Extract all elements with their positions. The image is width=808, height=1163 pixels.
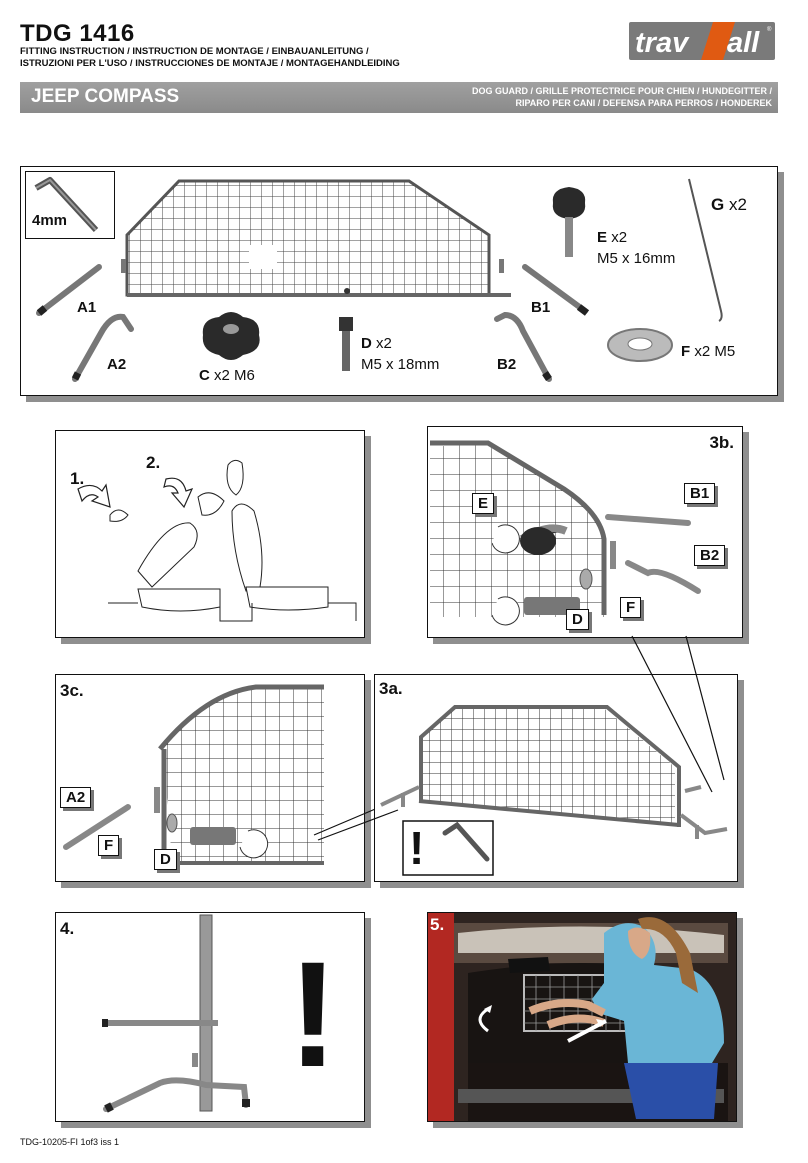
step-3c-diagram: [63, 684, 381, 865]
part-e-caption: E x2: [597, 229, 627, 246]
part-d-caption: D x2: [361, 335, 392, 352]
travall-logo: trav all ®: [627, 20, 777, 62]
part-d-bolt-icon: [339, 317, 353, 371]
document-reference: TDG-10205-FI 1of3 iss 1: [20, 1137, 120, 1147]
instruction-languages-line2: ISTRUZIONI PER L'USO / INSTRUCCIONES DE …: [20, 58, 400, 69]
dog-guard-mesh-icon: [121, 179, 511, 297]
logo-trademark: ®: [767, 26, 772, 33]
step-4-diagram: [102, 914, 250, 1113]
part-f-caption: F x2 M5: [681, 343, 735, 360]
step-3c-callout-f: F: [98, 835, 120, 856]
step-5-photo-panel: 5.: [427, 912, 737, 1122]
part-g-pin-icon: [688, 178, 723, 322]
step-3b-callout-e: E: [472, 493, 495, 514]
step-3b-label: 3b.: [709, 433, 734, 452]
step-5-label: 5.: [430, 915, 445, 934]
part-b2-icon: [494, 311, 552, 382]
part-d-size: M5 x 18mm: [361, 356, 440, 373]
hex-key-icon: [34, 177, 99, 233]
step-3a-warning-mark: !: [409, 822, 425, 874]
part-f-letter: F: [681, 343, 691, 360]
step-3c-panel: 3c. A2 F D: [55, 674, 381, 882]
product-description-line1: DOG GUARD / GRILLE PROTECTRICE POUR CHIE…: [471, 86, 772, 96]
step-1-2-panel: 1. 2.: [55, 430, 365, 638]
step-3b-panel: 3b. E B1 B2 D F: [427, 426, 743, 638]
part-b1-label: B1: [531, 299, 551, 316]
step-3b-callout-f: F: [620, 597, 642, 618]
part-a1-icon: [36, 264, 102, 316]
step-3c-callout-a2: A2: [60, 787, 92, 808]
step-3c-label: 3c.: [60, 681, 84, 700]
part-e-knob-screw-icon: [552, 187, 586, 257]
step-3b-callout-b2: B2: [694, 545, 726, 566]
step-2-label: 2.: [146, 453, 161, 472]
step-3b-callout-b1: B1: [684, 483, 716, 504]
part-e-size: M5 x 16mm: [597, 250, 676, 267]
step-3b-diagram: [430, 440, 701, 626]
part-d-letter: D: [361, 335, 372, 352]
hex-key-box: 4mm: [25, 171, 115, 239]
logo-text-part2: all: [727, 27, 760, 59]
step-1-label: 1.: [70, 469, 85, 488]
part-a2-label: A2: [107, 356, 127, 373]
part-a2-icon: [71, 313, 134, 382]
step-3c-callout-d: D: [154, 849, 177, 870]
part-c-caption: C x2 M6: [199, 367, 255, 384]
part-f-spec: x2 M5: [694, 343, 736, 360]
part-d-qty: x2: [376, 335, 392, 352]
step-4-panel: 4. !: [55, 912, 365, 1122]
step-4-label: 4.: [60, 919, 75, 938]
part-e-letter: E: [597, 229, 608, 246]
part-b1-icon: [522, 264, 590, 316]
part-a1-label: A1: [77, 299, 97, 316]
parts-list-panel: 4mm A1 A2 C x2 M6 D: [20, 166, 778, 396]
seat-fold-diagram: [77, 459, 357, 622]
part-b2-label: B2: [497, 356, 517, 373]
product-code: TDG 1416: [20, 20, 135, 47]
vehicle-model: JEEP COMPASS: [31, 86, 180, 107]
hex-key-size: 4mm: [32, 212, 68, 229]
part-c-spec: x2 M6: [214, 367, 255, 384]
step-5-photo: [428, 913, 736, 1121]
part-g-qty: x2: [728, 195, 747, 214]
model-banner: [20, 82, 778, 113]
part-e-qty: x2: [611, 229, 628, 246]
part-g-letter: G: [711, 195, 725, 214]
part-c-knob-icon: [202, 312, 260, 360]
part-g-caption: G x2: [711, 195, 747, 215]
step-3b-callout-d: D: [566, 609, 589, 630]
part-c-letter: C: [199, 367, 210, 384]
logo-text-part1: trav: [635, 27, 690, 59]
step-3a-diagram: [380, 705, 728, 876]
step-3a-panel: 3a. !: [374, 674, 738, 882]
product-description-line2: RIPARO PER CANI / DEFENSA PARA PERROS / …: [515, 98, 772, 108]
part-f-washer-icon: [607, 328, 673, 362]
step-3a-label: 3a.: [379, 679, 403, 698]
instruction-languages-line1: FITTING INSTRUCTION / INSTRUCTION DE MON…: [20, 46, 369, 57]
product-description: DOG GUARD / GRILLE PROTECTRICE POUR CHIE…: [472, 85, 772, 109]
step-4-warning-mark: !: [288, 930, 338, 1098]
